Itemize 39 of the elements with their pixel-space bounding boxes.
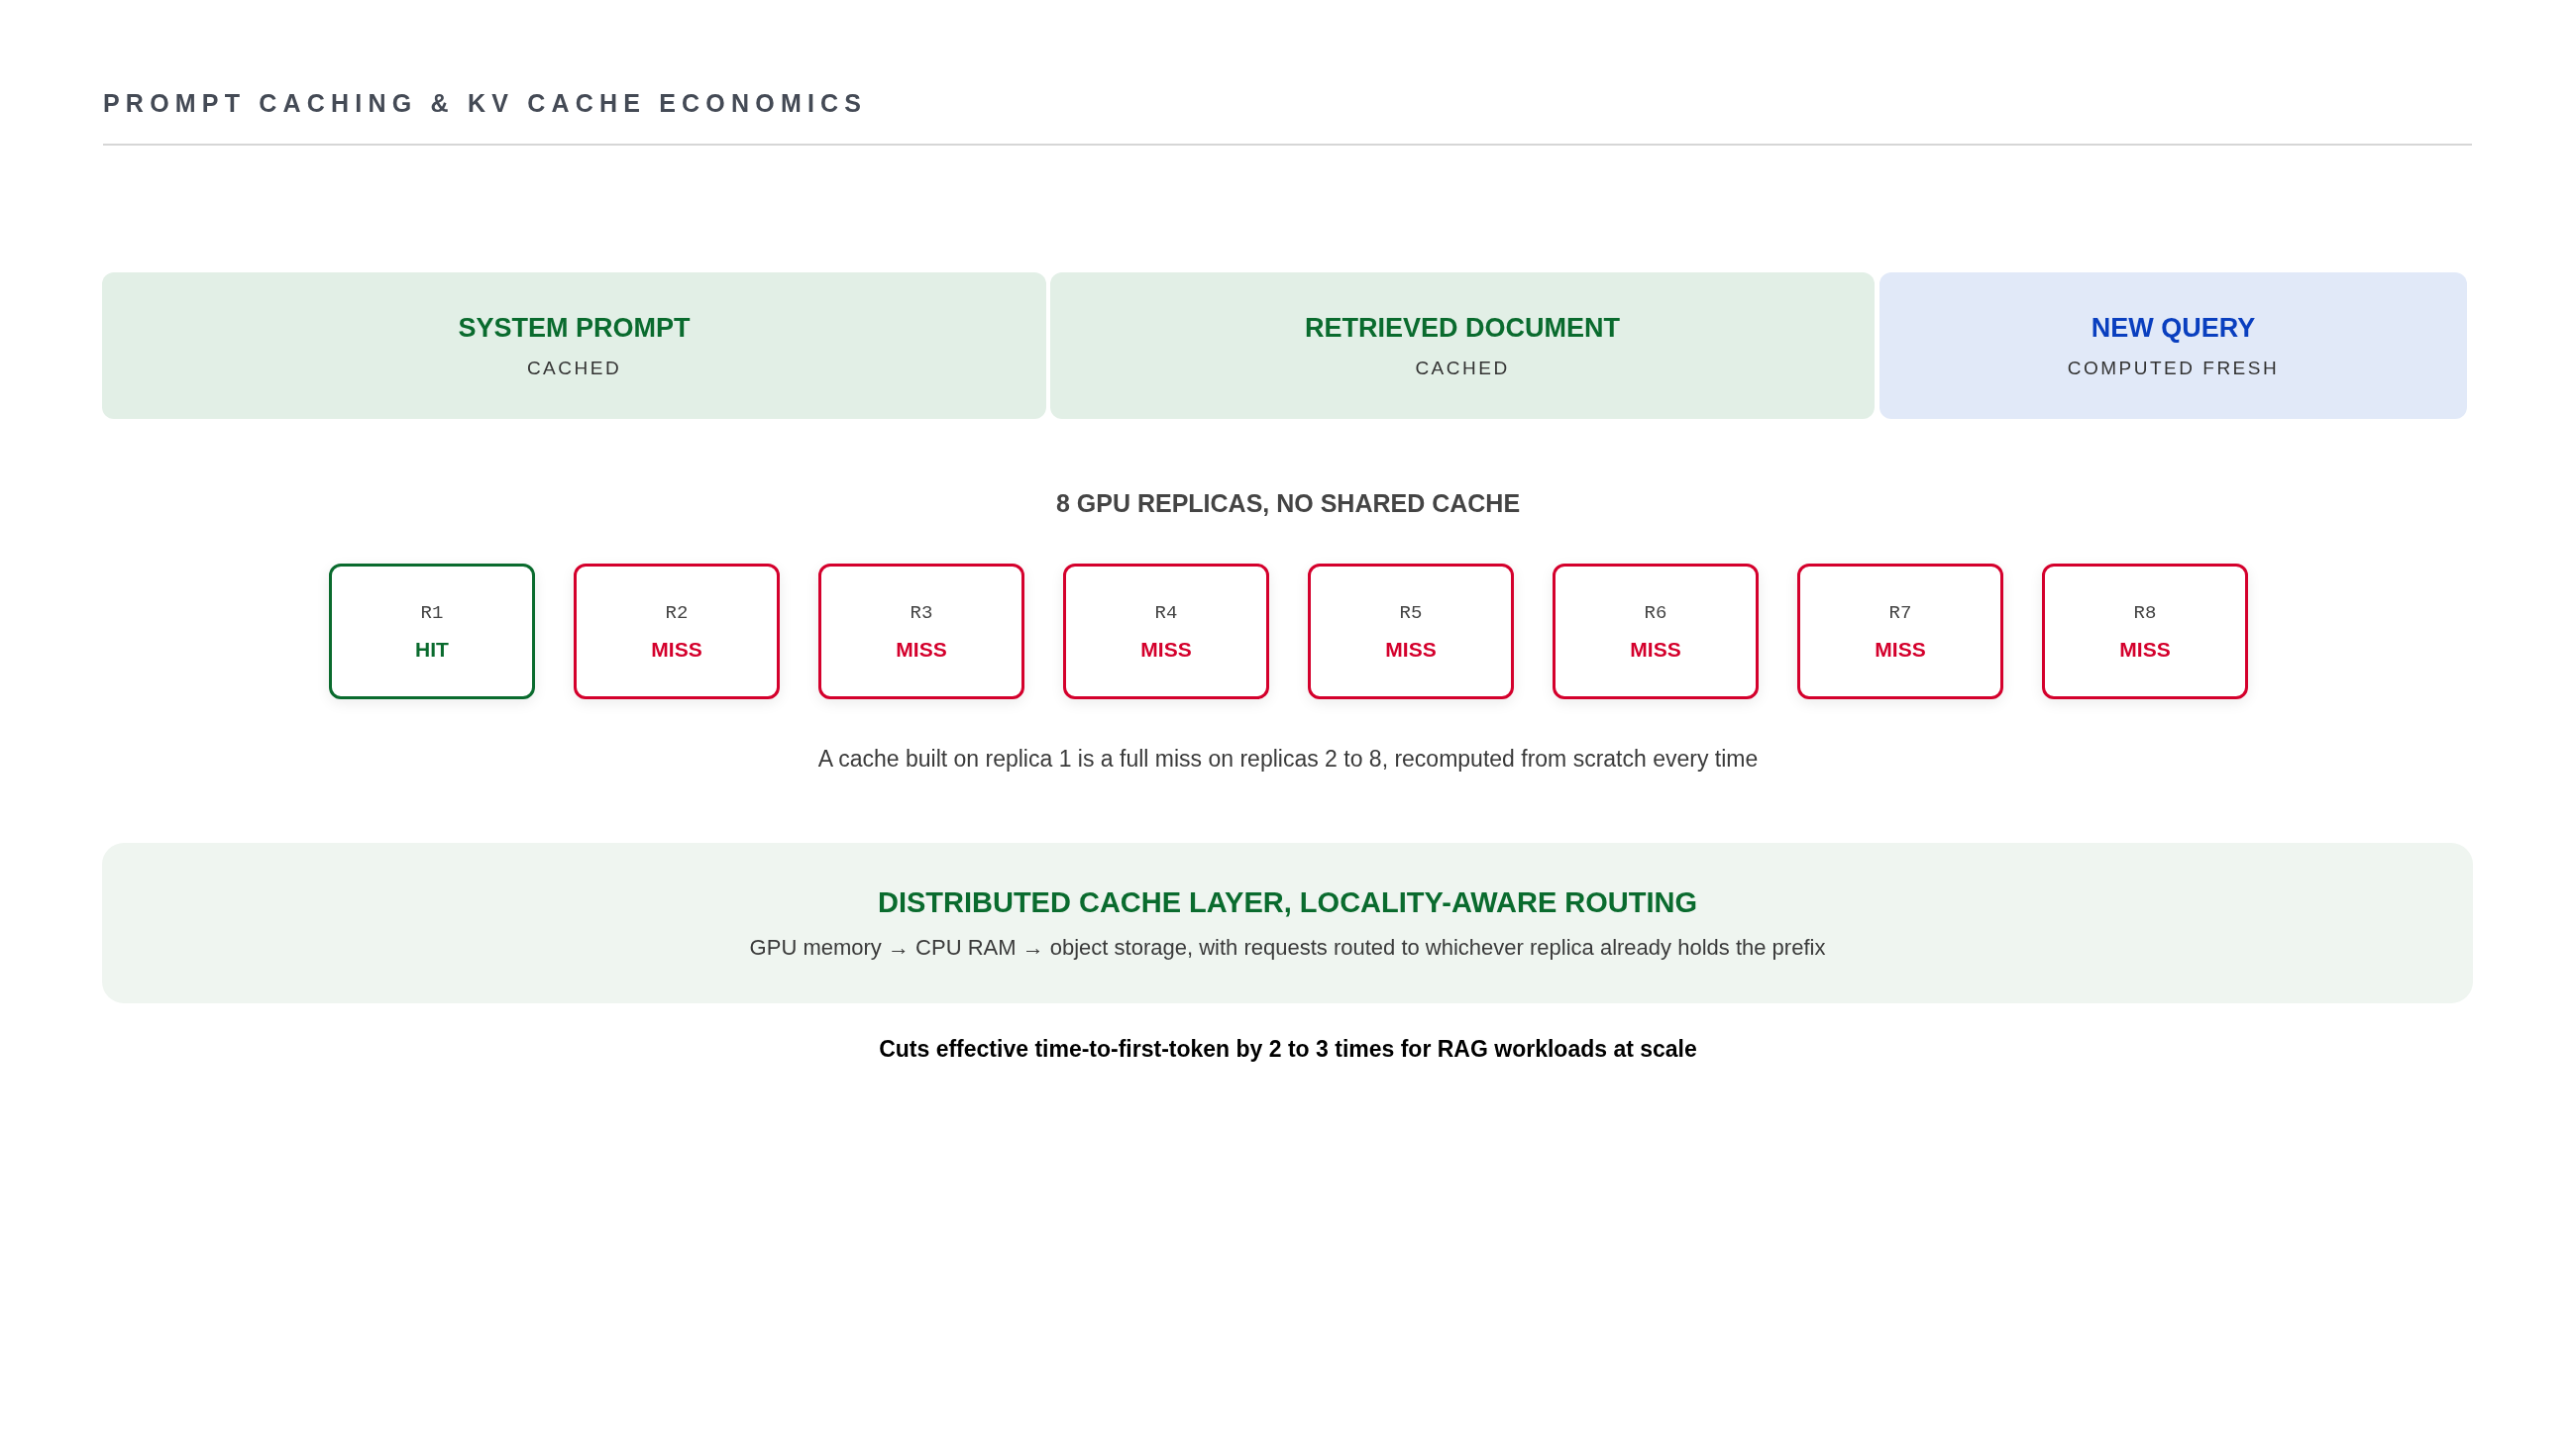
cache-status: MISS: [1385, 637, 1437, 662]
segment-status: CACHED: [526, 357, 622, 379]
cache-status: MISS: [651, 637, 702, 662]
cache-status: MISS: [1140, 637, 1192, 662]
replica-card: [329, 564, 535, 699]
replica-id: R7: [1888, 601, 1912, 624]
replica-card: [1797, 564, 2003, 699]
summary-note: Cuts effective time-to-first-token by 2 to 3 times for RAG workloads at scale: [879, 1036, 1697, 1062]
replica-card: [1553, 564, 1759, 699]
cache-status: MISS: [896, 637, 947, 662]
replica-id: R5: [1399, 601, 1423, 624]
segment-status: COMPUTED FRESH: [2067, 357, 2280, 379]
page-title: PROMPT CACHING & KV CACHE ECONOMICS: [103, 89, 868, 118]
cache-status: HIT: [415, 637, 449, 662]
replica-id: R2: [665, 601, 689, 624]
segment-status: CACHED: [1415, 357, 1510, 379]
replica-id: R6: [1644, 601, 1667, 624]
replica-card: [574, 564, 780, 699]
section-heading: 8 GPU REPLICAS, NO SHARED CACHE: [1055, 489, 1521, 517]
segment-heading: NEW QUERY: [2091, 312, 2256, 344]
replica-card: [2042, 564, 2248, 699]
caption-text: A cache built on replica 1 is a full miss on replicas 2 to 8, recomputed from scratch every time: [817, 746, 1759, 772]
cache-status: MISS: [2119, 637, 2171, 662]
replica-id: R8: [2133, 601, 2157, 624]
segment-heading: SYSTEM PROMPT: [458, 312, 691, 344]
replica-card: [1063, 564, 1269, 699]
prompt-segment-card: [102, 272, 1046, 419]
cache-status: MISS: [1875, 637, 1926, 662]
replica-card: [1308, 564, 1514, 699]
replica-id: R3: [910, 601, 933, 624]
prompt-segment-card: [1879, 272, 2467, 419]
replica-id: R1: [420, 601, 444, 624]
replica-id: R4: [1154, 601, 1178, 624]
panel-description: GPU memory → CPU RAM → object storage, with requests routed to whichever replica already holds the prefix: [749, 934, 1826, 961]
replica-card: [818, 564, 1024, 699]
prompt-segment-card: [1050, 272, 1875, 419]
panel-heading: DISTRIBUTED CACHE LAYER, LOCALITY-AWARE ROUTING: [877, 885, 1698, 919]
segment-heading: RETRIEVED DOCUMENT: [1305, 312, 1620, 344]
cache-status: MISS: [1630, 637, 1681, 662]
